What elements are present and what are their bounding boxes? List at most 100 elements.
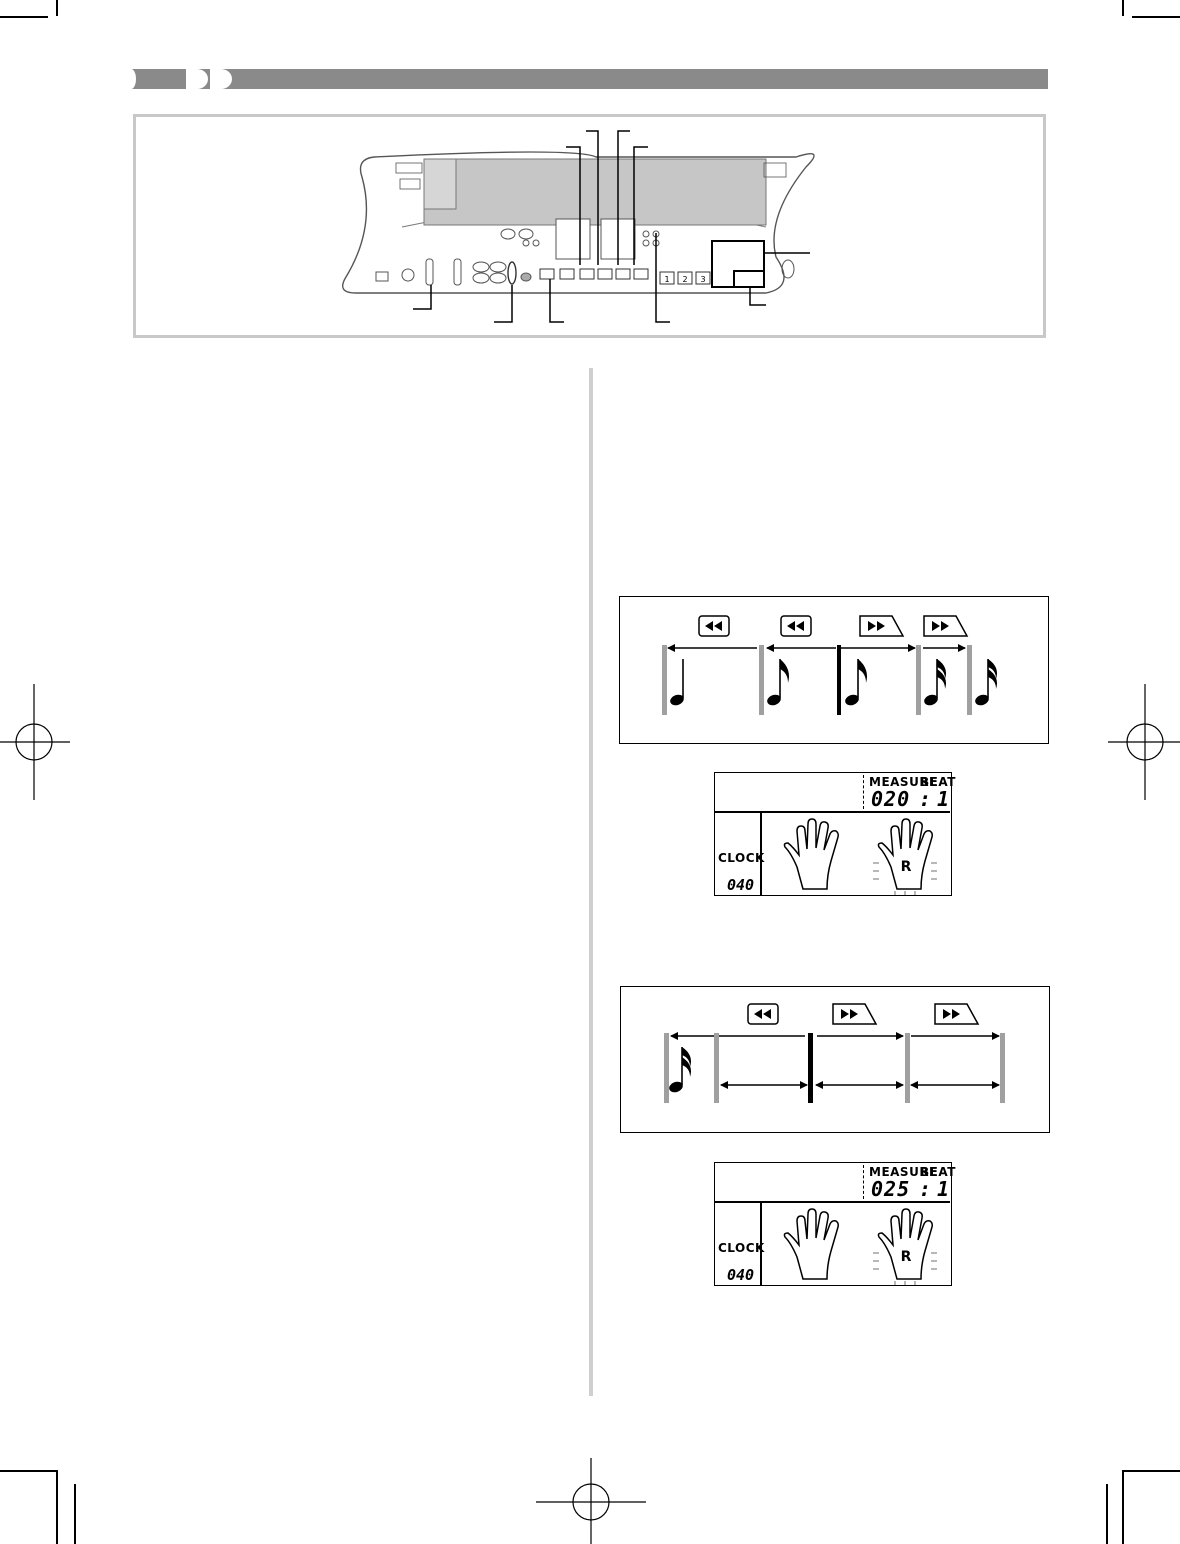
clock-value: 040 [727,876,755,894]
measure-bar [662,645,667,715]
lcd-measure-divider [863,1165,865,1199]
power-button [401,268,415,282]
clock-label: CLOCK [718,1241,765,1255]
hand-blink-marks [873,862,937,895]
right-hand-icon: R [873,818,937,895]
lcd-measure-divider [863,775,865,809]
callout-line [655,233,670,323]
registration-mark-bottom [536,1458,646,1544]
header-bar-notch [186,69,208,89]
callout-line [633,146,648,265]
button-oval [472,272,490,284]
crop-mark [1132,16,1180,18]
crop-mark [56,0,58,16]
measure-label: MEASURE [869,775,938,789]
button-oval [518,228,534,240]
beat-separator: : [919,787,932,811]
right-hand-icon: R [873,1208,937,1285]
button-small [642,230,650,238]
bank-button-1 [659,271,675,285]
crop-mark [0,16,48,18]
measure-value: 025 [871,1177,911,1201]
measure-bar [759,645,764,715]
rewind-icon [747,1003,779,1025]
callout-line [749,287,766,306]
transport-button [633,268,649,280]
measure-bar [664,1033,669,1103]
crop-mark [1122,1470,1124,1544]
eighth-note-icon [767,659,789,706]
callout-line [549,279,564,323]
volume-slider [425,258,434,286]
logo-badge [395,162,423,174]
button-small [642,239,650,247]
button-oval [500,228,516,240]
sixteenth-note-icon [924,659,946,706]
transport-button [539,268,555,280]
measure-bar [967,645,972,715]
dial [781,259,795,279]
callout-line [413,285,432,310]
beat-separator: : [919,1177,932,1201]
logo-badge [399,178,421,190]
beat-label: BEAT [920,775,956,789]
lcd-header-divider [715,1201,950,1203]
lcd-side-divider [760,811,762,895]
keyboard-keys-left-block [423,158,457,210]
bank-button-3 [695,271,711,285]
bank-button-2 [677,271,693,285]
button-small [532,239,540,247]
keyboard-illustration: 1 2 3 [342,130,815,323]
lcd-header-divider [715,811,950,813]
crop-mark [74,1484,76,1544]
song-position-diagram-bottom [620,986,1050,1133]
registration-mark-left [0,684,70,800]
bank-label-1: 1 [664,275,669,284]
crop-mark [0,1470,56,1472]
number-pad-highlight [711,240,765,288]
callout-line [586,130,599,265]
measure-label: MEASURE [869,1165,938,1179]
hand-blink-marks [873,1252,937,1285]
current-position-bar [808,1033,813,1103]
header-bar-notch [126,69,136,89]
lesson-button [520,272,532,282]
bank-label-2: 2 [682,275,687,284]
sixteenth-note-icon [669,1047,691,1093]
callout-line [494,285,513,323]
lcd-display-top: MEASURE BEAT 020 : 1 CLOCK 040 R [714,772,955,896]
quarter-note-icon [670,659,684,706]
registration-mark-right [1108,684,1180,800]
button-oval [489,272,507,284]
callout-line [566,146,581,265]
beat-value: 1 [937,1177,950,1201]
bank-label-3: 3 [700,275,705,284]
callout-line [617,130,630,265]
clock-value: 040 [727,1266,755,1284]
measure-value: 020 [871,787,911,811]
beat-label: BEAT [920,1165,956,1179]
section-header-bar [126,69,1048,89]
keyboard-illustration-panel: 1 2 3 [133,114,1046,338]
lcd-side-divider [760,1201,762,1285]
fast-forward-icon [923,615,969,637]
logo-badge [763,162,787,178]
column-divider [589,368,593,1396]
fast-forward-icon [934,1003,980,1025]
right-hand-letter: R [901,1249,912,1265]
plus-minus-highlight [733,270,765,288]
start-stop-button [507,261,517,285]
song-position-diagram-top [619,596,1049,744]
rewind-icon [780,615,812,637]
beat-value: 1 [937,787,950,811]
fast-forward-button [597,268,613,280]
rewind-icon [698,615,730,637]
clock-label: CLOCK [718,851,765,865]
keyboard-keys-area [423,158,767,226]
lcd-window [555,218,591,260]
tempo-slider [453,258,462,286]
right-hand-letter: R [901,859,912,875]
fast-forward-icon [832,1003,878,1025]
measure-bar [905,1033,910,1103]
current-position-bar [837,645,841,715]
